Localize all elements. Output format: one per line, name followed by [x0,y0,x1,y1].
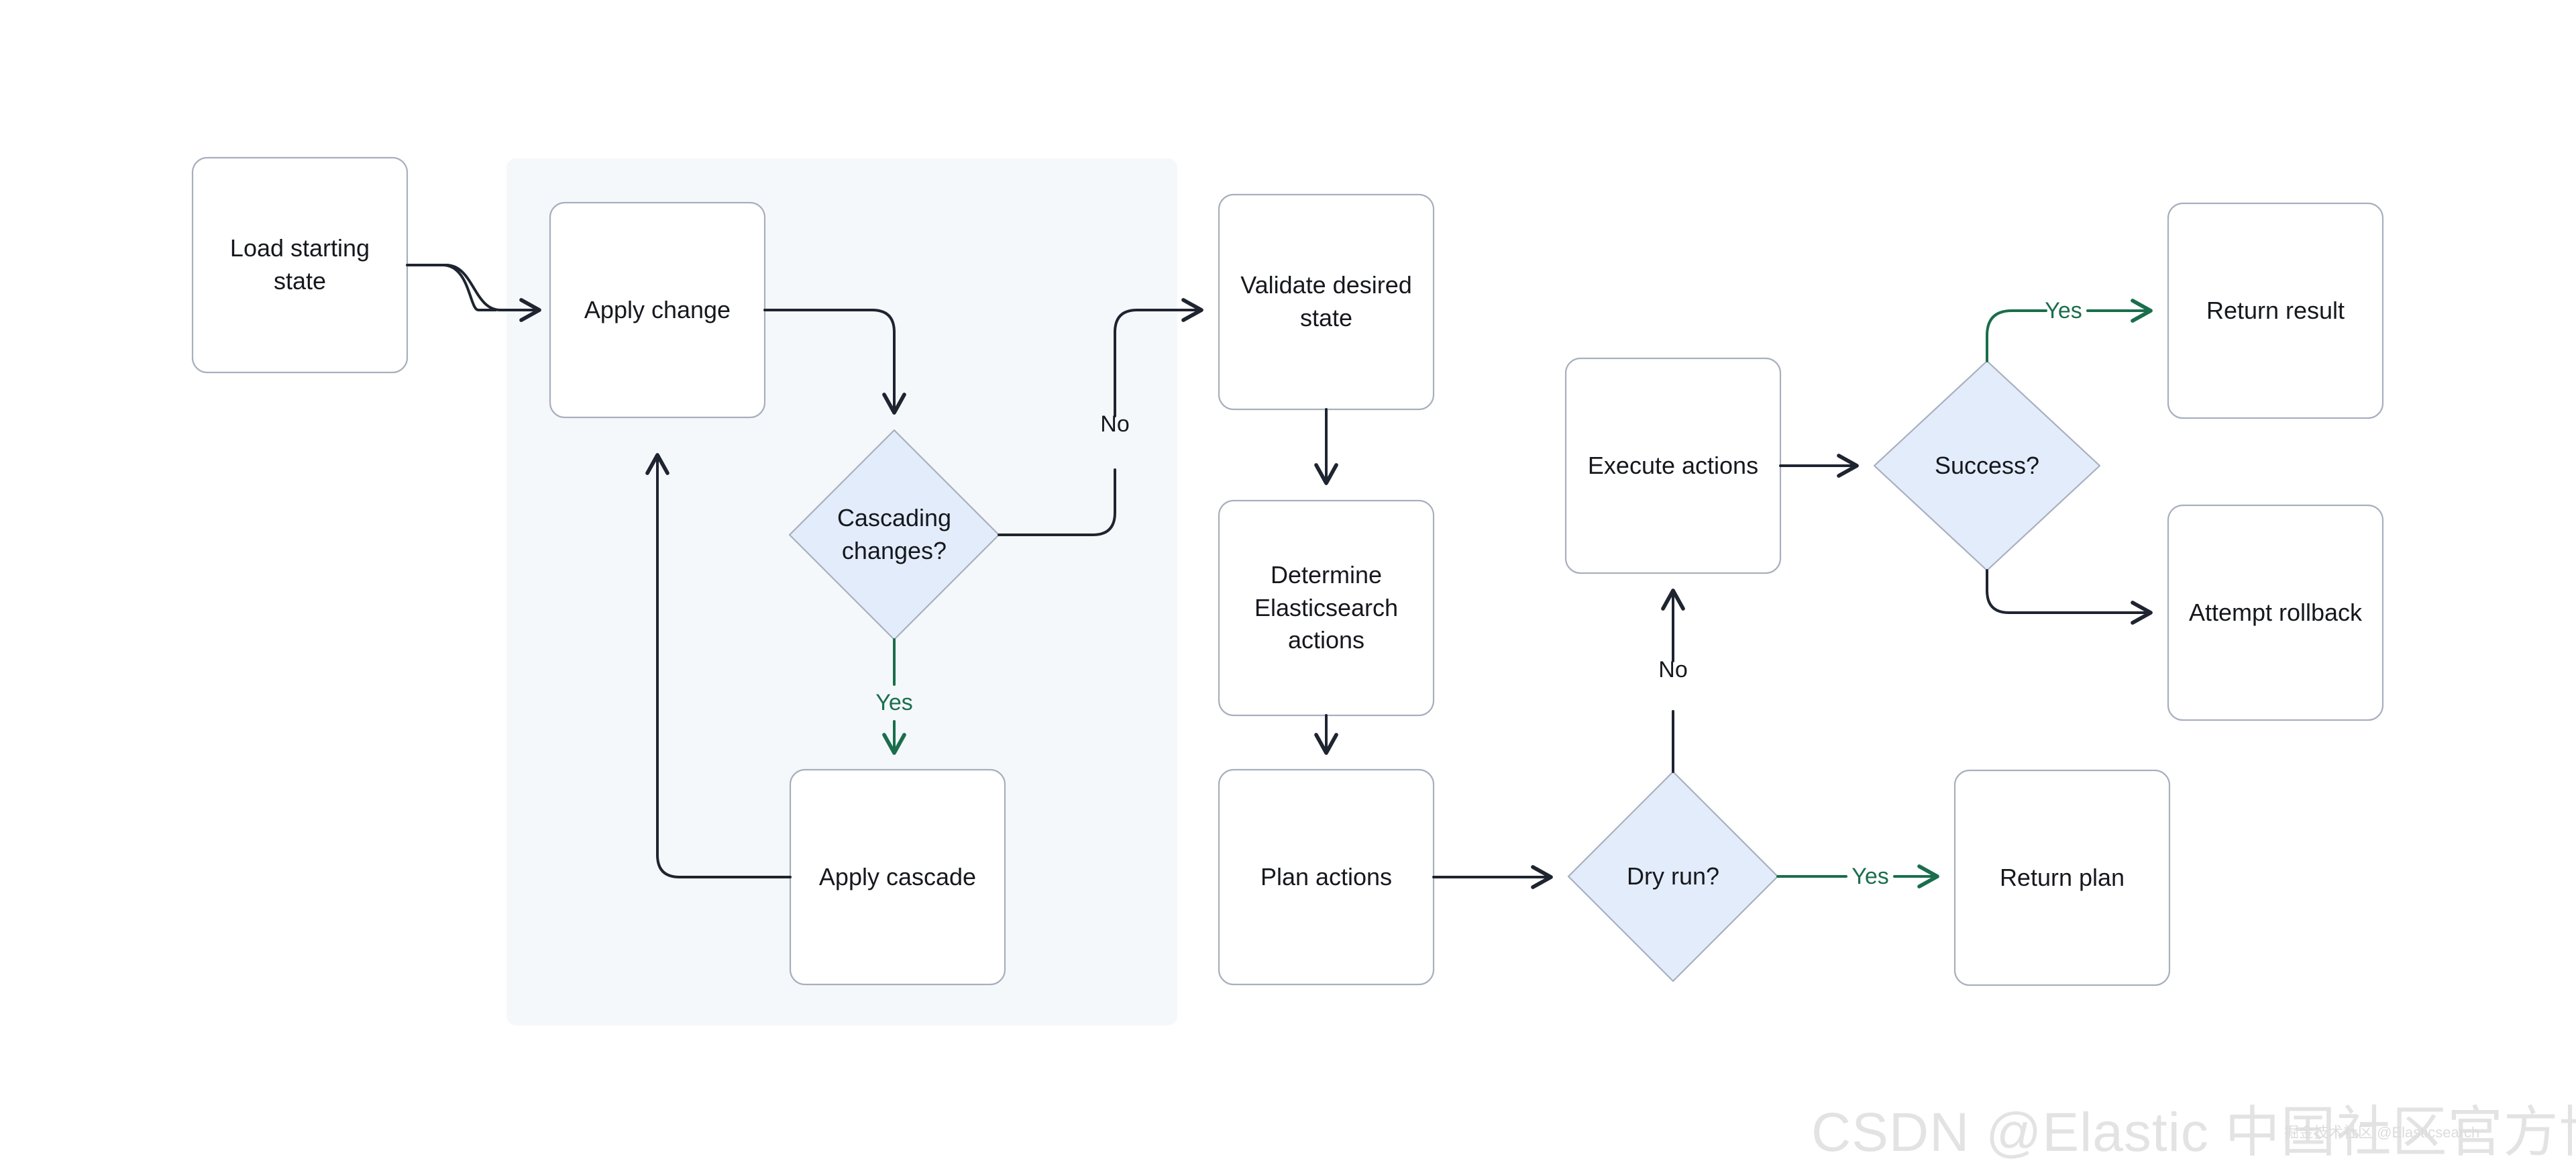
node-attempt-rollback[interactable] [2167,504,2384,721]
edge-success-yes-curve [1986,309,2047,362]
node-load-starting-state[interactable] [191,156,409,374]
edge-load-to-apply-change [407,264,496,311]
node-return-plan[interactable] [1953,769,2171,986]
node-dry-run[interactable] [1567,770,1779,982]
node-apply-change[interactable] [549,201,766,419]
node-execute-actions[interactable] [1564,357,1782,574]
edge-apply-cascade-to-apply-change [645,453,792,878]
node-plan-actions[interactable] [1218,768,1435,986]
edge-apply-change-to-cascading [763,309,906,415]
edge-success-to-rollback [1986,569,2153,625]
node-validate-desired-state[interactable] [1218,193,1435,411]
edge-cascading-no-segment-a [998,468,1116,536]
edge-cascading-no-segment-b [1114,298,1203,417]
node-determine-es-actions[interactable] [1218,499,1435,717]
node-return-result[interactable] [2167,202,2384,419]
node-success[interactable] [1873,360,2101,572]
node-apply-cascade[interactable] [789,768,1006,986]
edge-load-to-apply-change-curve [406,264,541,322]
